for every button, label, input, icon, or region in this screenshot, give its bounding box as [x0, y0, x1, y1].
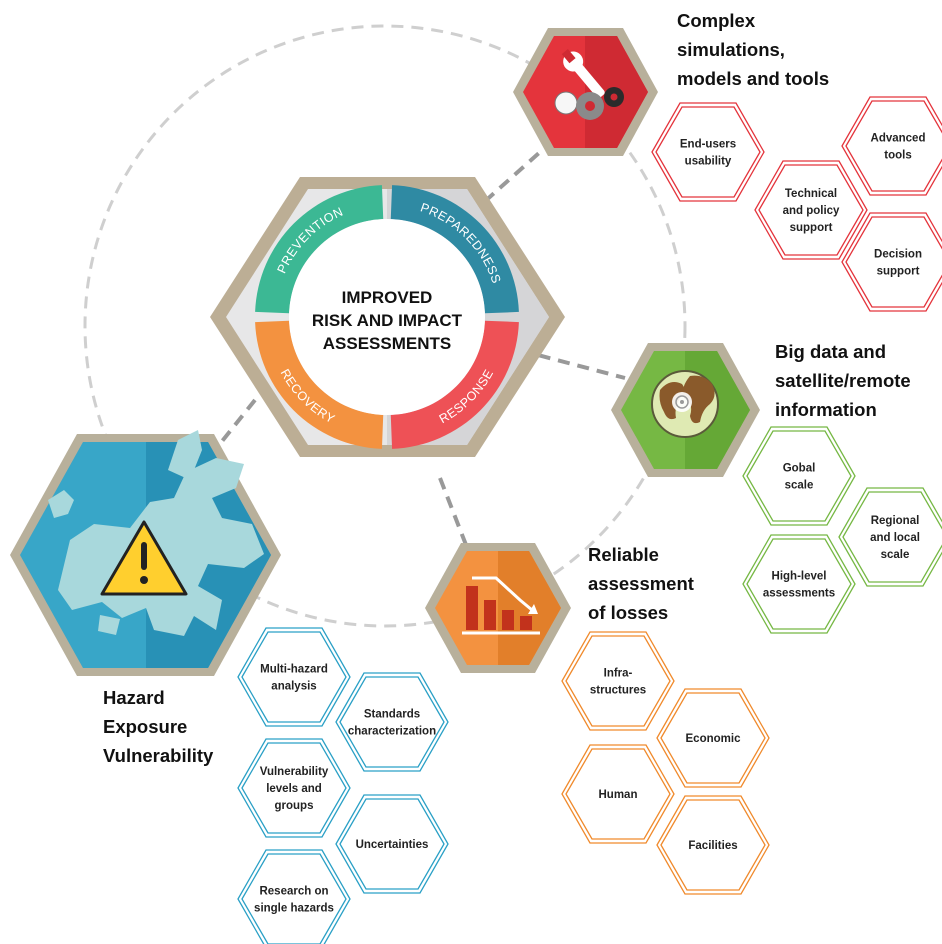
- hazard-item-hex: Uncertainties: [335, 794, 449, 894]
- hazard-item-label: Uncertainties: [356, 839, 429, 851]
- hazard-item-label: levels and: [266, 783, 322, 795]
- sub-topics: End-users usability Advanced toolsTechnical…: [237, 96, 942, 944]
- losses-item-label: structures: [590, 685, 646, 697]
- bigdata-item-label: scale: [785, 480, 814, 492]
- models-item-label: tools: [884, 150, 911, 162]
- title-losses-line-3: of losses: [588, 602, 668, 623]
- bigdata-item-label: scale: [881, 549, 910, 561]
- models-item-hex: Advanced tools: [841, 96, 942, 196]
- hazard-item-hex: Multi-hazard analysis: [237, 627, 351, 727]
- losses-item-hex: Infra-structures: [561, 631, 675, 731]
- center-title-line-1: IMPROVED: [342, 288, 433, 307]
- hazard-item-label: groups: [275, 800, 314, 812]
- hazard-item-label: single hazards: [254, 903, 334, 915]
- title-models-line-2: simulations,: [677, 39, 785, 60]
- title-models-line-1: Complex: [677, 10, 756, 31]
- hazard-item-hex: Research on single hazards: [237, 849, 351, 944]
- wrench-gears-icon: [554, 48, 624, 120]
- ring-segment-preparedness: [390, 185, 519, 314]
- hazard-item-label: Research on: [259, 886, 328, 898]
- orbit-circle: [83, 24, 687, 628]
- bigdata-item-hex: Regional and local scale: [838, 487, 942, 587]
- hazard-item-label: Vulnerability: [260, 766, 329, 778]
- title-hazard-line-2: Exposure: [103, 716, 187, 737]
- losses-item-hex: Economic: [656, 688, 770, 788]
- hazard-item-hex: Vulnerability levels and groups: [237, 738, 351, 838]
- losses-item-label: Economic: [686, 733, 742, 745]
- hub-hazard: [10, 430, 281, 676]
- ring-segment-prevention: [255, 185, 384, 314]
- hazard-item-label: Standards: [364, 709, 420, 721]
- title-bigdata-line-2: satellite/remote: [775, 370, 911, 391]
- models-item-label: support: [877, 266, 920, 278]
- bigdata-item-label: Regional: [871, 515, 920, 527]
- hub-bigdata: [611, 343, 760, 477]
- hazard-item-label: characterization: [348, 726, 436, 738]
- models-item-hex: Decision support: [841, 212, 942, 312]
- title-hazard-line-3: Vulnerability: [103, 745, 214, 766]
- losses-item-hex: Facilities: [656, 795, 770, 895]
- models-item-label: Advanced: [871, 133, 926, 145]
- bigdata-item-label: Gobal: [783, 463, 816, 475]
- title-hazard: Hazard Exposure Vulnerability: [103, 687, 214, 766]
- hazard-item-label: analysis: [271, 681, 316, 693]
- globe-target-icon: [651, 370, 719, 438]
- models-item-hex: End-users usability: [651, 102, 765, 202]
- title-losses-line-1: Reliable: [588, 544, 659, 565]
- models-item-label: Decision: [874, 249, 922, 261]
- ring-segment-response: [390, 320, 519, 449]
- hub-losses: [425, 543, 571, 673]
- hazard-item-label: Multi-hazard: [260, 664, 328, 676]
- declining-bar-chart-icon: [462, 576, 540, 635]
- title-bigdata-line-1: Big data and: [775, 341, 886, 362]
- bigdata-item-label: High-level: [772, 571, 827, 583]
- warning-icon: [100, 520, 188, 596]
- center-title-line-2: RISK AND IMPACT: [312, 311, 463, 330]
- title-bigdata-line-3: information: [775, 399, 877, 420]
- models-item-label: End-users: [680, 139, 736, 151]
- models-item-label: Technical: [785, 188, 837, 200]
- title-bigdata: Big data and satellite/remote informatio…: [775, 341, 911, 420]
- hub-models: [513, 28, 658, 156]
- losses-item-label: Human: [599, 789, 638, 801]
- bigdata-item-label: and local: [870, 532, 920, 544]
- losses-item-hex: Human: [561, 744, 675, 844]
- title-losses: Reliable assessment of losses: [588, 544, 694, 623]
- title-losses-line-2: assessment: [588, 573, 694, 594]
- losses-item-label: Infra-: [604, 668, 633, 680]
- bigdata-item-label: assessments: [763, 588, 835, 600]
- center-title-line-3: ASSESSMENTS: [323, 334, 451, 353]
- models-item-label: usability: [685, 156, 732, 168]
- models-item-label: and policy: [783, 205, 840, 217]
- ring-segment-recovery: [255, 320, 384, 449]
- models-item-label: support: [790, 222, 833, 234]
- bigdata-item-hex: High-level assessments: [742, 534, 856, 634]
- losses-item-label: Facilities: [688, 840, 737, 852]
- bigdata-item-hex: Gobal scale: [742, 426, 856, 526]
- title-models-line-3: models and tools: [677, 68, 829, 89]
- title-hazard-line-1: Hazard: [103, 687, 165, 708]
- title-models: Complex simulations, models and tools: [677, 10, 829, 89]
- hazard-item-hex: Standards characterization: [335, 672, 449, 772]
- models-item-hex: Technical and policy support: [754, 160, 868, 260]
